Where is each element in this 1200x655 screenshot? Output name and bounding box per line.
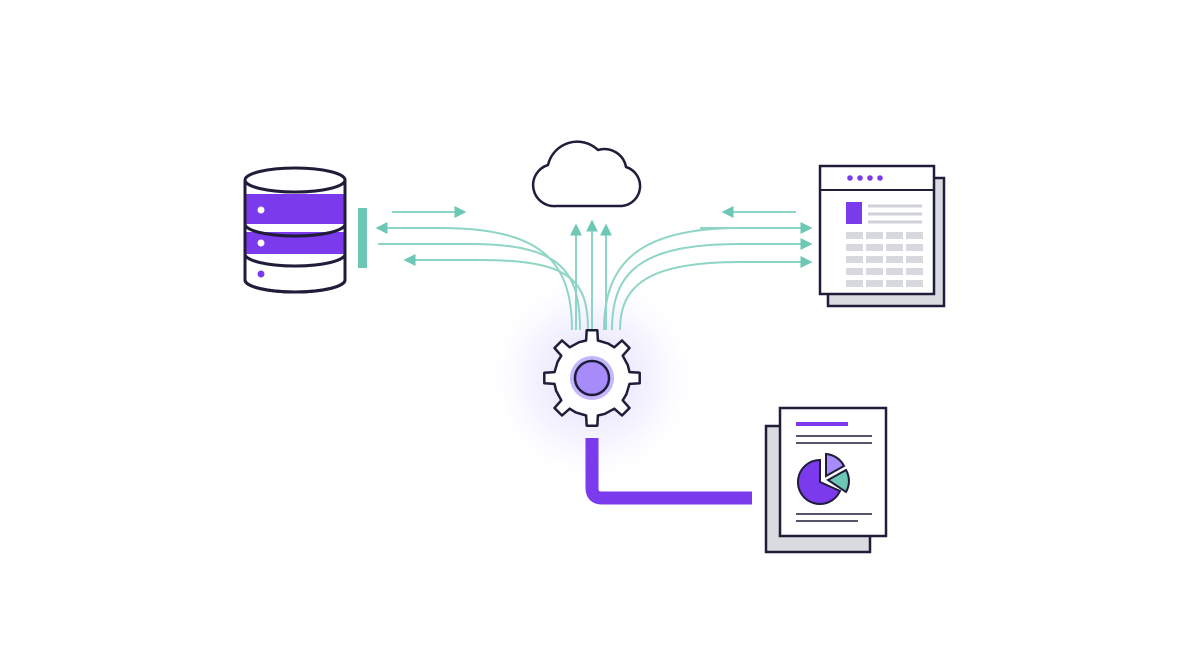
gear-icon (543, 329, 641, 427)
table-cell (846, 280, 863, 287)
table-cell (906, 268, 923, 275)
cloud-icon (531, 140, 642, 208)
table-cell (906, 256, 923, 263)
output-pipe (585, 438, 752, 505)
table-cell (886, 268, 903, 275)
table-cell (866, 280, 883, 287)
table-cell (866, 256, 883, 263)
pie-chart-report-icon (764, 406, 888, 554)
table-cell (906, 280, 923, 287)
table-cell (846, 244, 863, 251)
table-cell (846, 256, 863, 263)
database-connector-bar (358, 208, 367, 268)
table-cell (866, 268, 883, 275)
connection-lines (375, 206, 813, 331)
table-cell (886, 256, 903, 263)
table-cell (906, 244, 923, 251)
table-cell (866, 244, 883, 251)
table-cell (906, 232, 923, 239)
table-cell (846, 268, 863, 275)
table-cell (886, 244, 903, 251)
table-cell (886, 232, 903, 239)
table-cell (866, 232, 883, 239)
table-cell (846, 232, 863, 239)
web-page-table (846, 232, 923, 287)
table-cell (886, 280, 903, 287)
database-icon (243, 166, 347, 294)
